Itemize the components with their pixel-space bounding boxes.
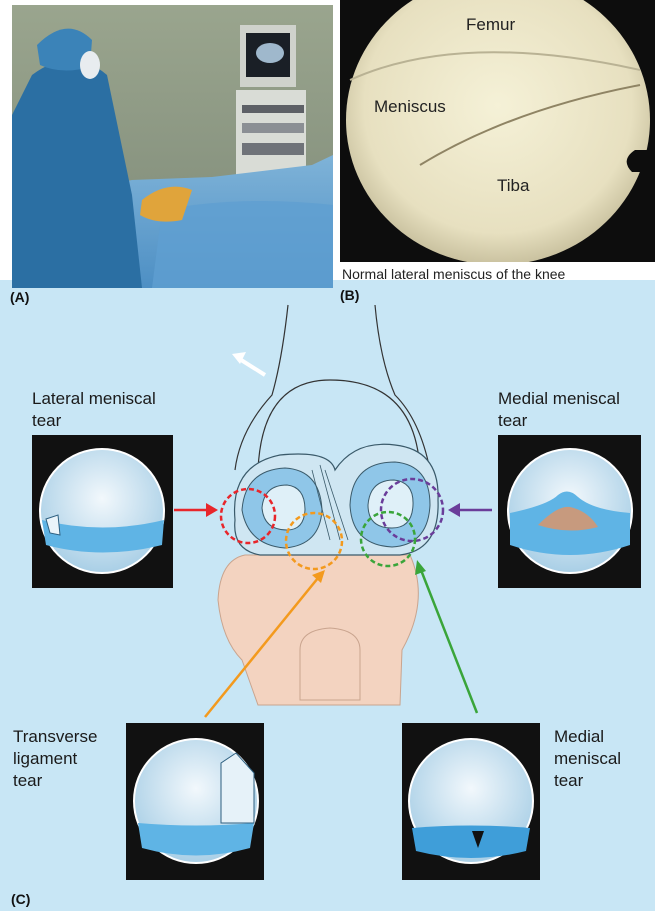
medial-tear-bottom-inset xyxy=(402,723,540,880)
lateral-tear-label: Lateral meniscal tear xyxy=(32,388,156,432)
medial-tear-top-inset xyxy=(498,435,641,588)
meniscus-label: Meniscus xyxy=(374,97,446,117)
operating-room-photo xyxy=(12,5,333,288)
arthroscopic-view xyxy=(340,0,655,262)
medial-tear-bottom-label: Medial meniscal tear xyxy=(554,726,621,792)
tibia-label: Tiba xyxy=(497,176,529,196)
transverse-ligament-tear-label: Transverse ligament tear xyxy=(13,726,97,792)
knee-diagram xyxy=(0,280,655,911)
femur-label: Femur xyxy=(466,15,515,35)
lateral-tear-inset xyxy=(32,435,173,588)
transverse-ligament-tear-inset xyxy=(126,723,264,880)
panel-c-label: (C) xyxy=(11,891,30,907)
medial-tear-top-label: Medial meniscal tear xyxy=(498,388,620,432)
